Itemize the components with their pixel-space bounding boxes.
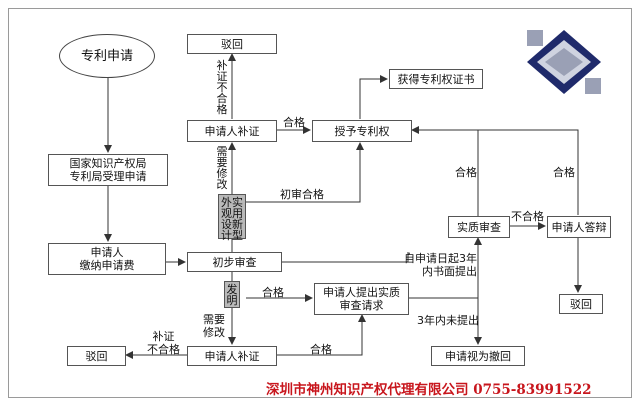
substantive-exam-box[interactable]: 实质审查 (448, 216, 510, 238)
arrow-grant-certificate (359, 75, 388, 119)
invention-label: 发明 (226, 283, 238, 307)
deemed-withdrawn-box[interactable]: 申请视为撤回 (431, 346, 525, 366)
grant-patent-box[interactable]: 授予专利权 (312, 120, 412, 142)
certificate-box[interactable]: 获得专利权证书 (389, 69, 483, 89)
arrow-supplement-bottom-request (277, 314, 366, 356)
diagram-frame (8, 8, 632, 398)
pay-fee-box[interactable]: 申请人 缴纳申请费 (48, 243, 166, 275)
pass-label-top: 合格 (283, 116, 305, 129)
arrow-prelim-pass-grant (246, 142, 364, 203)
company-footer: 深圳市神州知识产权代理有限公司 0755-83991522 (266, 382, 592, 398)
preliminary-exam-box[interactable]: 初步审查 (187, 252, 282, 272)
pass-label-right2: 合格 (553, 166, 575, 179)
not-pass-label: 不合格 (511, 210, 544, 223)
arrow-prelim-to-request (282, 252, 409, 263)
reject-right-box[interactable]: 驳回 (559, 294, 603, 314)
supplement-bottom-box[interactable]: 申请人补证 (187, 346, 277, 366)
reject-top-box[interactable]: 驳回 (187, 34, 277, 54)
supplement-fail-label: 补证不合格 (216, 59, 228, 116)
arrow-reply-grant (478, 129, 579, 215)
not-filed-label: 3年内未提出 (417, 314, 479, 327)
company-logo-icon (527, 30, 601, 94)
reject-bottom-box[interactable]: 驳回 (67, 346, 126, 366)
need-modify-label: 需要修改 (216, 145, 228, 191)
invention-box[interactable]: 发明 (224, 281, 240, 308)
need-modify-bottom-label: 需要修改 (203, 313, 225, 339)
accept-application-box[interactable]: 国家知识产权局 专利局受理申请 (48, 154, 168, 186)
applicant-reply-box[interactable]: 申请人答辩 (547, 216, 611, 238)
patent-application-start[interactable]: 专利申请 (59, 34, 155, 78)
within-3-years-label: 自申请日起3年 内书面提出 (404, 252, 477, 278)
invention-pass-label: 合格 (262, 286, 284, 299)
pass-bottom-label: 合格 (310, 343, 332, 356)
design-utility-box[interactable]: 外观设计 实用新型 (218, 194, 246, 242)
pass-label-right1: 合格 (455, 166, 477, 179)
design-label: 外观设计 (221, 196, 232, 242)
prelim-pass-label: 初审合格 (280, 188, 324, 201)
substantive-request-box[interactable]: 申请人提出实质 审查请求 (314, 283, 409, 315)
utility-model-label: 实用新型 (232, 196, 243, 242)
supplement-fail-bottom-label: 补证 不合格 (147, 330, 180, 356)
supplement-top-box[interactable]: 申请人补证 (187, 120, 277, 142)
